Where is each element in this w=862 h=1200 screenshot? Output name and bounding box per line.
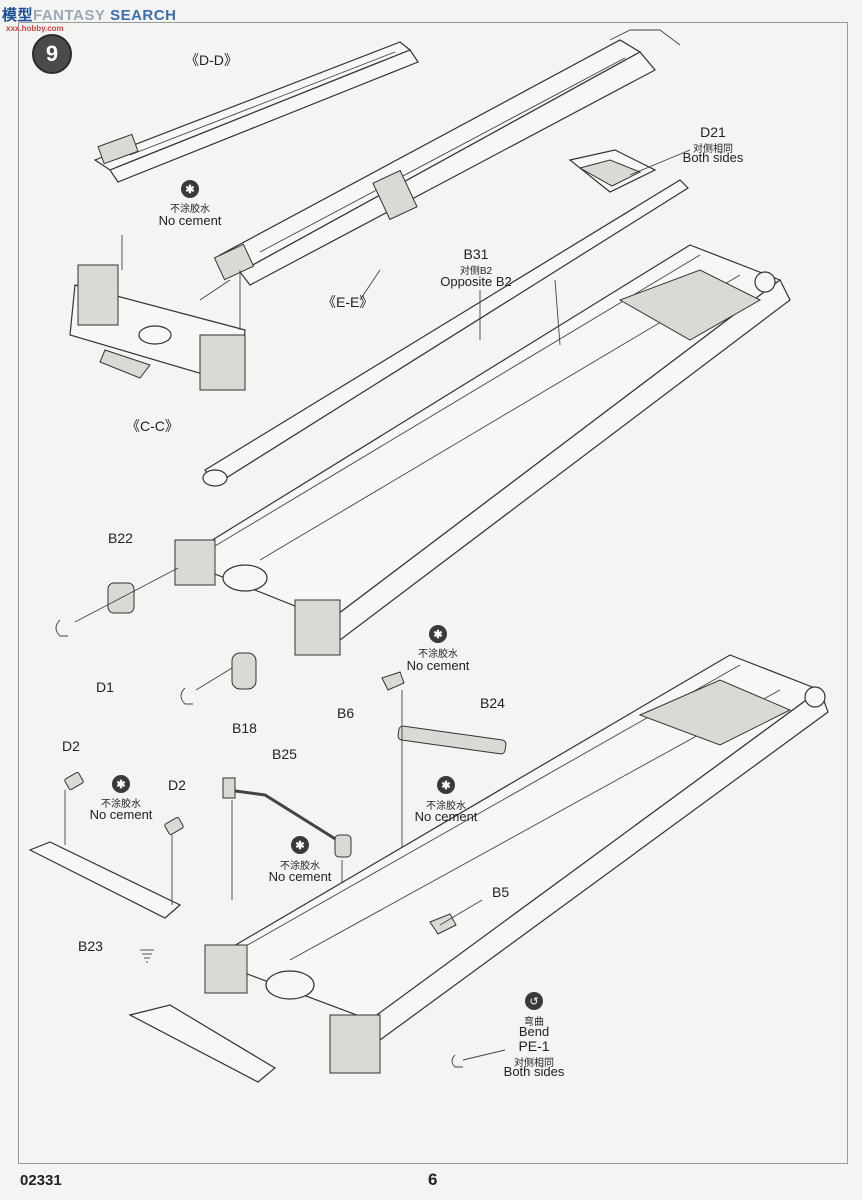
crossmember-cc-drawing [69,235,246,391]
bend-icon: ↺ [525,992,543,1010]
rail-dd-drawing [93,41,419,183]
label-b25: B25 [272,746,297,762]
label-b31: B31 [463,246,489,262]
no-cement-icon: ✱ [429,625,447,643]
no-cement-icon: ✱ [437,776,455,794]
no-cement-en-5: No cement [268,869,332,884]
label-b31-cn: 对侧B2 [459,266,493,277]
small-parts-left-drawing [55,567,257,705]
label-bend-en: Bend [518,1024,550,1039]
label-b18: B18 [232,720,257,736]
no-cement-en-3: No cement [414,809,478,824]
step-number-badge: 9 [32,34,72,74]
label-dd: 《D-D》 [185,52,238,68]
rail-ee-drawing [213,29,681,286]
label-d21-en: Both sides [682,150,744,165]
watermark: 模型FANTASY SEARCH [2,4,176,25]
label-ee: 《E-E》 [322,294,374,310]
ground-symbol-icon [140,949,154,963]
label-pe1-en: Both sides [503,1064,565,1079]
label-b24: B24 [480,695,505,711]
label-b23: B23 [78,938,103,954]
label-d1: D1 [96,679,114,695]
no-cement-cn-5: 不涂胶水 [280,861,320,872]
label-bend-cn: 弯曲 [524,1017,544,1028]
no-cement-cn-1: 不涂胶水 [170,204,210,215]
label-d2-a: D2 [62,738,80,754]
part-d21-drawing [568,149,657,193]
watermark-part-a: 模型 [2,7,34,24]
no-cement-cn-4: 不涂胶水 [101,799,141,810]
leader-lines [199,149,691,1061]
page-number: 6 [428,1170,438,1189]
label-b31-en: Opposite B2 [440,274,512,289]
label-b22: B22 [108,530,133,546]
label-b5: B5 [492,884,510,900]
label-pe1: PE-1 [518,1038,550,1054]
main-frame-lower-drawing [128,654,829,1083]
part-b31-drawing [202,179,689,487]
label-d2-b: D2 [168,777,186,793]
watermark-part-b: SEARCH [110,7,177,24]
no-cement-icon: ✱ [112,775,130,793]
label-b6: B6 [337,705,355,721]
watermark-sub: xxx.hobby.com [6,24,64,33]
no-cement-en-2: No cement [406,658,470,673]
parts-d2-b23-drawing [28,772,184,919]
product-code: 02331 [20,1172,62,1189]
label-d21-cn: 对侧相同 [693,144,733,155]
no-cement-en-4: No cement [89,807,153,822]
no-cement-en-1: No cement [158,213,222,228]
no-cement-icon: ✱ [181,180,199,198]
watermark-prefix: FANTASY [33,7,106,24]
label-d21: D21 [700,124,726,140]
page-frame [18,22,848,1164]
no-cement-cn-2: 不涂胶水 [418,649,458,660]
label-pe1-cn: 对侧相同 [514,1058,554,1069]
no-cement-icon: ✱ [291,836,309,854]
main-frame-upper-drawing [174,244,791,656]
no-cement-cn-3: 不涂胶水 [426,801,466,812]
label-cc: 《C-C》 [126,418,179,434]
